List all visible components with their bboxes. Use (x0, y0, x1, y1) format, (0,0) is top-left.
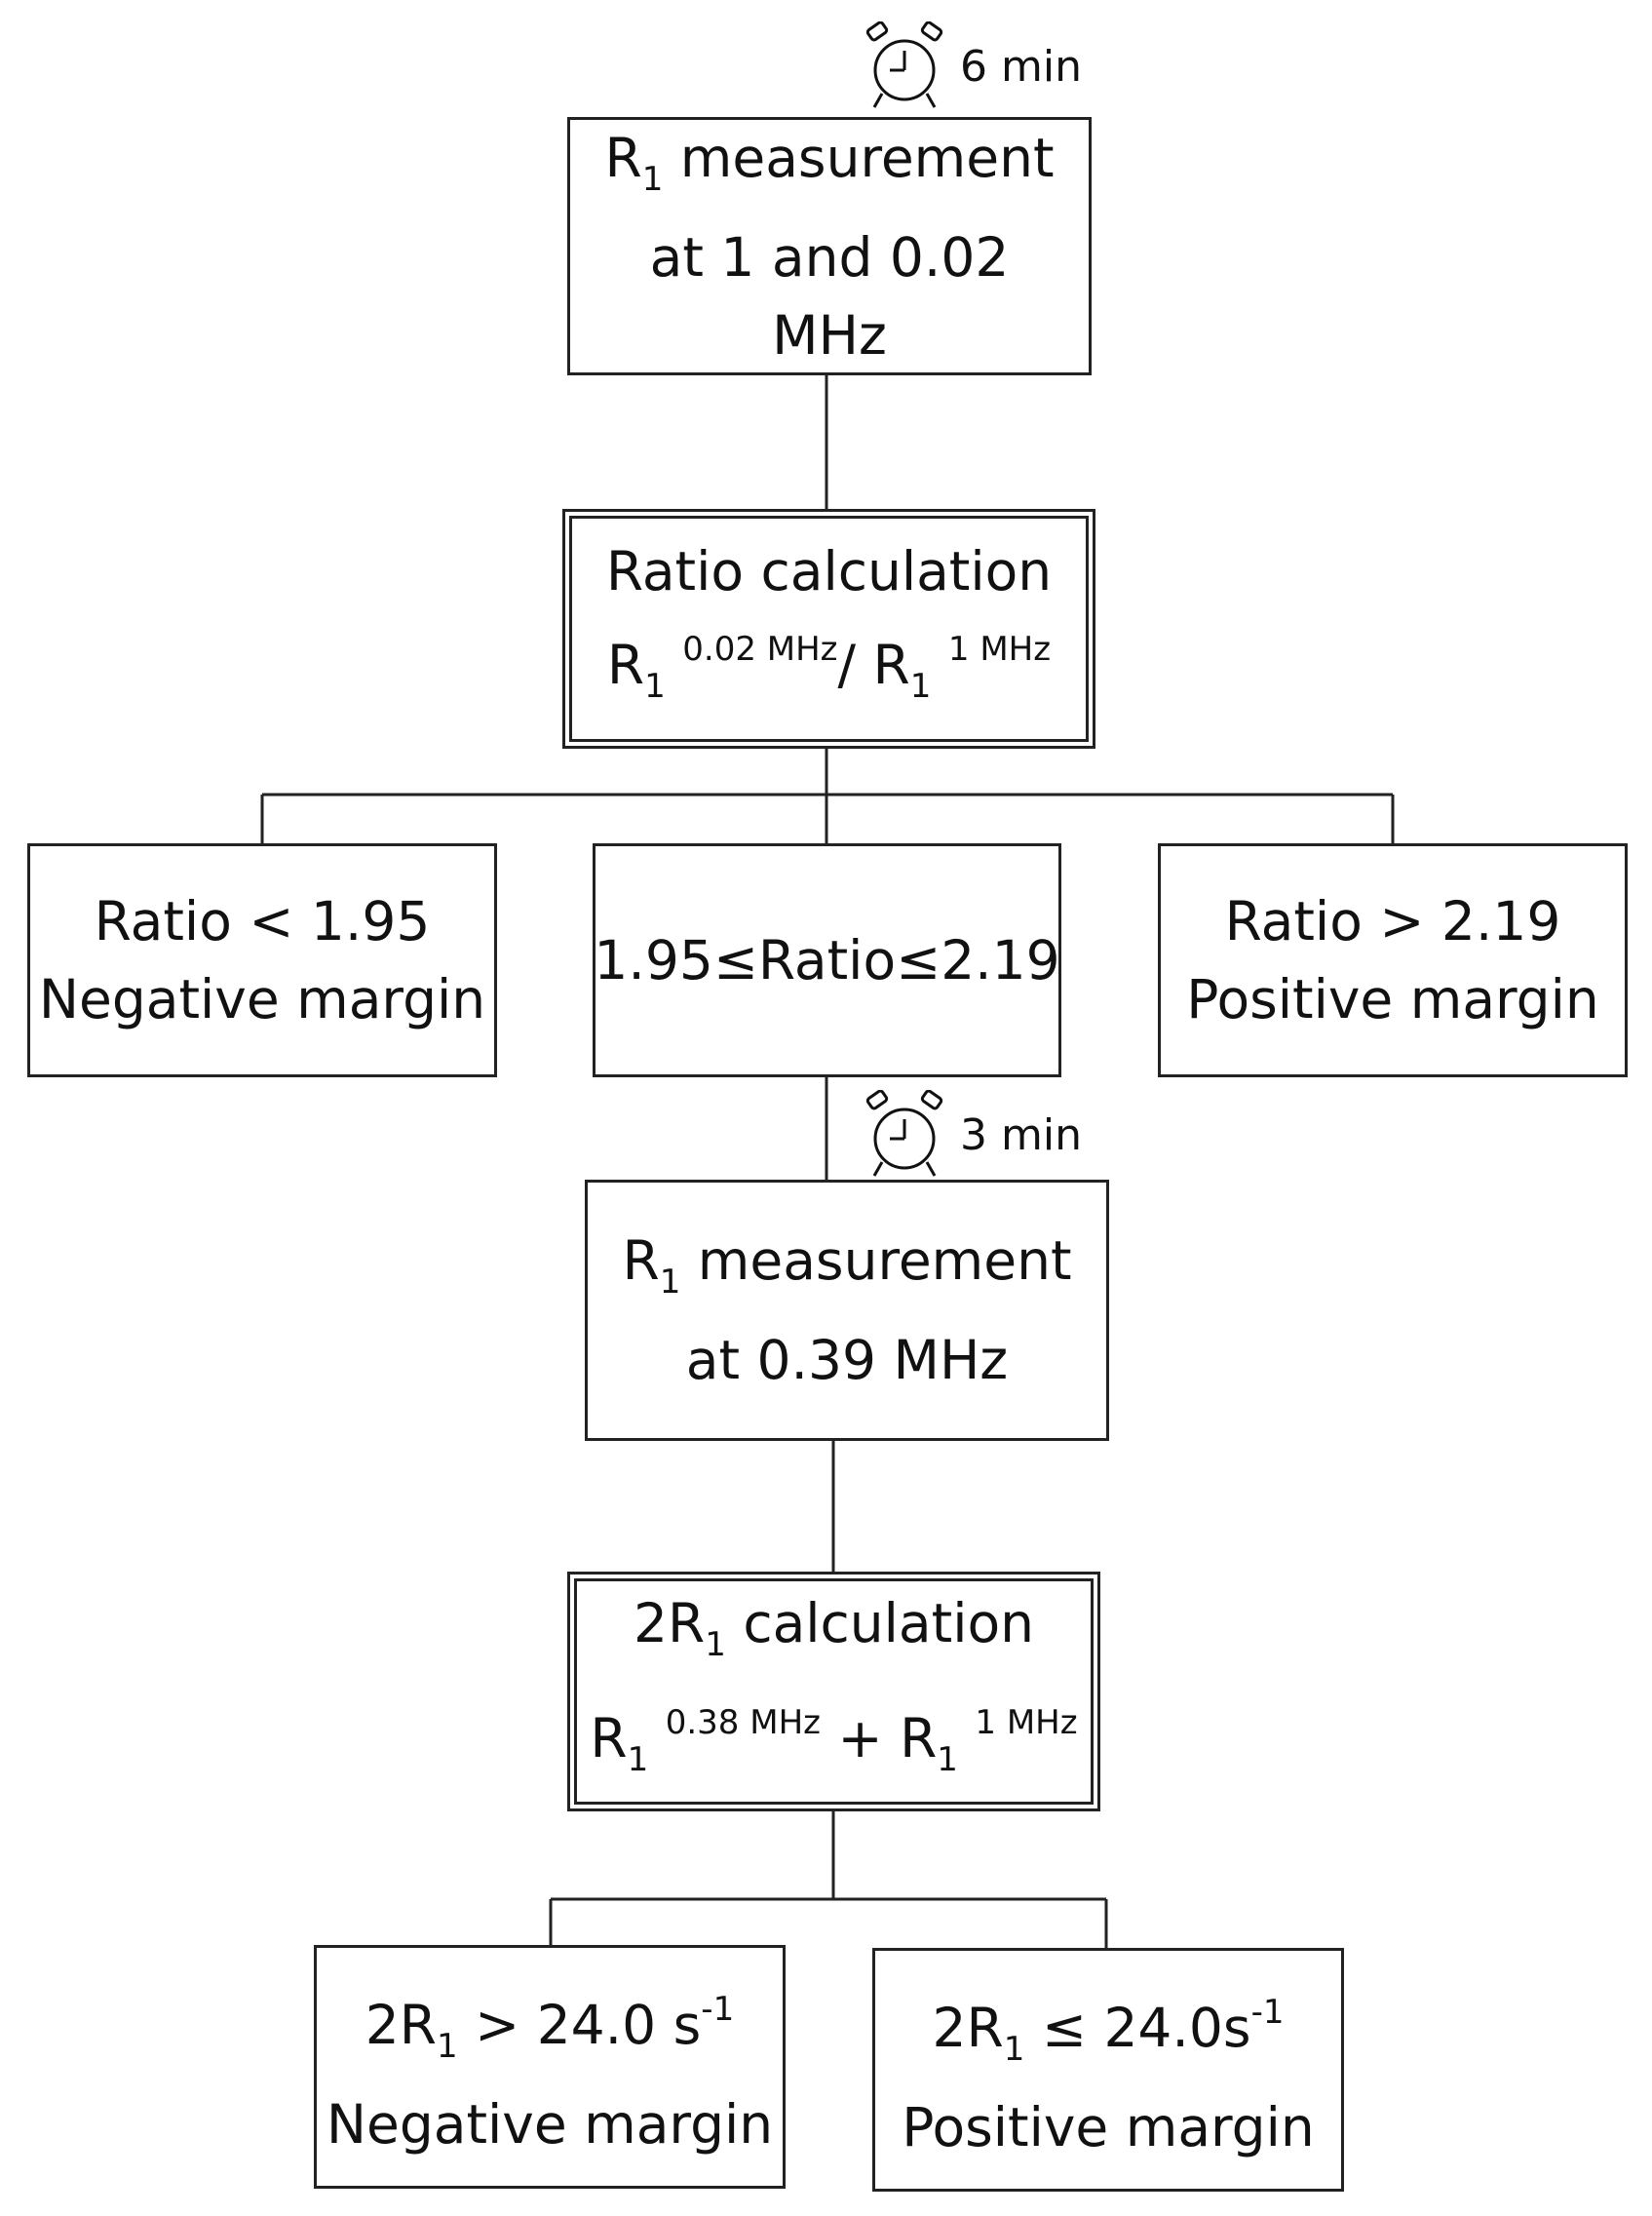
box-line: 2R1 > 24.0 s-1 (365, 1990, 735, 2066)
box-line: Positive margin (1186, 968, 1599, 1030)
box-title: 2R1 calculation (633, 1592, 1034, 1664)
ratio-mid-box: 1.95≤Ratio≤2.19 (593, 843, 1061, 1077)
box-line: Positive margin (902, 2096, 1315, 2158)
box-line: MHz (772, 303, 887, 367)
ratio-low-box: Ratio < 1.95 Negative margin (27, 843, 497, 1077)
box-line: R1 measurement (622, 1229, 1072, 1302)
timer-label: 6 min (960, 41, 1082, 92)
r1-measurement-box: R1 measurement at 1 and 0.02 MHz (567, 117, 1092, 375)
ratio-high-box: Ratio > 2.19 Positive margin (1158, 843, 1628, 1077)
box-line: Negative margin (326, 2093, 774, 2156)
box-line: 2R1 ≤ 24.0s-1 (932, 1993, 1285, 2069)
box-line: Ratio > 2.19 (1224, 890, 1561, 952)
box-line: R1 measurement (604, 126, 1055, 199)
box-line: Negative margin (38, 968, 486, 1030)
sum-calculation-box: 2R1 calculation R1 0.38 MHz + R1 1 MHz (567, 1572, 1100, 1811)
box-line: 1.95≤Ratio≤2.19 (594, 929, 1060, 991)
box-line: Ratio < 1.95 (94, 890, 431, 952)
sum-formula: R1 0.38 MHz + R1 1 MHz (590, 1703, 1078, 1779)
outcome-positive-box: 2R1 ≤ 24.0s-1 Positive margin (872, 1948, 1344, 2192)
timer-label: 3 min (960, 1109, 1082, 1160)
ratio-calculation-box: Ratio calculation R1 0.02 MHz/ R1 1 MHz (562, 509, 1095, 749)
outcome-negative-box: 2R1 > 24.0 s-1 Negative margin (314, 1945, 786, 2189)
ratio-formula: R1 0.02 MHz/ R1 1 MHz (606, 630, 1052, 706)
box-line: at 0.39 MHz (685, 1329, 1009, 1391)
alarm-clock-icon (865, 1090, 943, 1177)
r1-measurement-039-box: R1 measurement at 0.39 MHz (585, 1180, 1109, 1441)
alarm-clock-icon (865, 21, 943, 108)
box-line: at 1 and 0.02 (649, 225, 1010, 289)
box-title: Ratio calculation (605, 540, 1053, 603)
timer-6-min: 6 min (863, 21, 1082, 111)
timer-3-min: 3 min (863, 1090, 1082, 1180)
